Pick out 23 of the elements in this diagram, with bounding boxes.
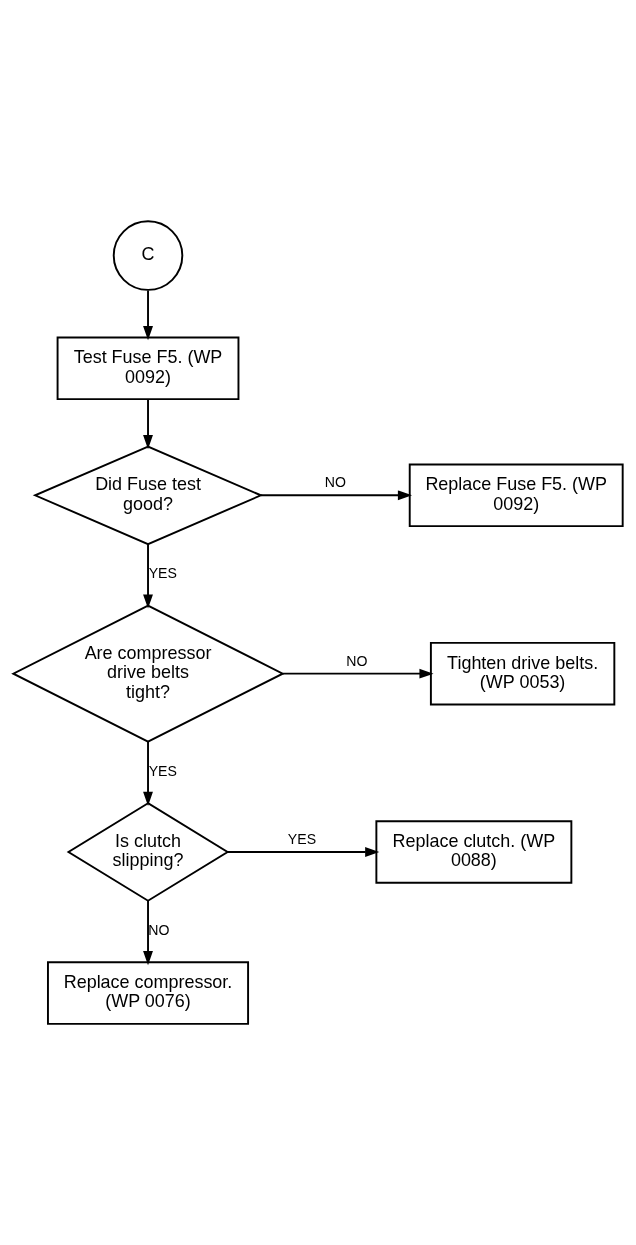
- edge-label: NO: [346, 652, 368, 669]
- node-box: Tighten drive belts. (WP 0053): [429, 641, 616, 706]
- node-box: Replace Fuse F5. (WP 0092): [408, 463, 624, 528]
- arrow: [260, 490, 412, 501]
- edge-label: NO: [324, 474, 346, 491]
- arrow: [281, 668, 434, 679]
- node-diamond: Are compressor drive belts tight?: [11, 604, 285, 743]
- edge-label: YES: [287, 831, 317, 848]
- node-diamond: Did Fuse test good?: [32, 445, 264, 546]
- node-circle: C: [112, 220, 184, 291]
- arrow: [143, 740, 153, 806]
- edge-label: YES: [148, 763, 177, 780]
- node-box: Replace compressor. (WP 0076): [47, 961, 250, 1025]
- edge-label: YES: [148, 565, 177, 582]
- node-diamond: Is clutch slipping?: [66, 802, 230, 902]
- arrow: [143, 289, 153, 341]
- edge-label: NO: [148, 922, 170, 939]
- node-box: Replace clutch. (WP 0088): [375, 820, 573, 884]
- node-box: Test Fuse F5. (WP 0092): [56, 336, 240, 401]
- arrow: [226, 847, 380, 857]
- arrow: [143, 398, 153, 450]
- arrow: [143, 543, 153, 609]
- arrow: [143, 899, 153, 966]
